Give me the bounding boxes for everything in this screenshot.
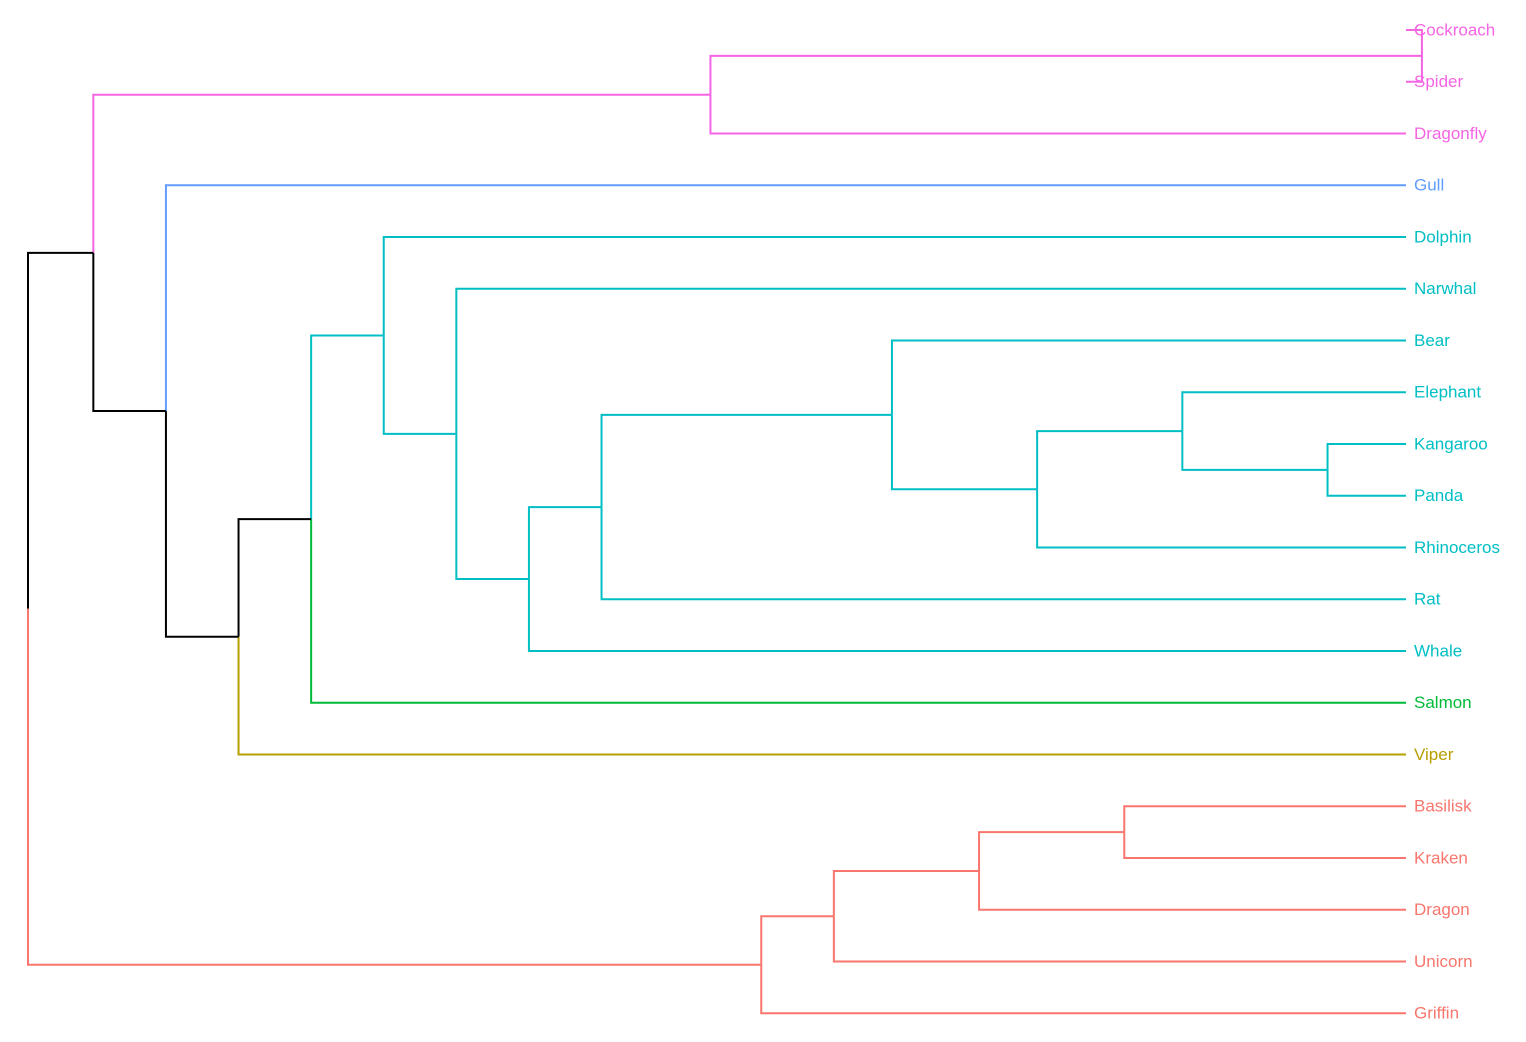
branch-n10-to-n9 xyxy=(382,335,457,435)
branch-n7-to-L11 xyxy=(600,507,1406,601)
branch-n13-to-L3 xyxy=(164,184,1406,412)
branch-n4-to-L7 xyxy=(1181,391,1406,432)
branch-n8-to-L12 xyxy=(527,579,1406,652)
leaf-label-kraken: Kraken xyxy=(1414,848,1468,867)
leaf-label-griffin: Griffin xyxy=(1414,1004,1459,1023)
branch-n5-to-n4 xyxy=(1036,430,1183,490)
leaf-label-rhinoceros: Rhinoceros xyxy=(1414,538,1500,557)
leaf-label-dolphin: Dolphin xyxy=(1414,227,1472,246)
branch-n2-to-n1 xyxy=(709,54,1422,95)
leaf-label-spider: Spider xyxy=(1414,72,1463,91)
branch-n14-to-n2 xyxy=(92,93,711,253)
branch-n11-to-L13 xyxy=(310,519,1406,704)
branch-n9-to-L5 xyxy=(455,287,1406,434)
branch-n5-to-L10 xyxy=(1036,489,1406,549)
branch-n12-to-L14 xyxy=(237,636,1406,756)
branch-n15-to-L15 xyxy=(1123,805,1406,833)
branch-n6-to-n5 xyxy=(890,414,1038,491)
leaf-label-salmon: Salmon xyxy=(1414,693,1472,712)
leaf-label-whale: Whale xyxy=(1414,641,1462,660)
branch-n7-to-n6 xyxy=(600,413,892,508)
branch-n19-to-n18 xyxy=(27,608,762,966)
branch-n16-to-n15 xyxy=(978,831,1125,871)
leaf-label-cockroach: Cockroach xyxy=(1414,20,1495,39)
branch-n3-to-L8 xyxy=(1326,443,1406,470)
leaf-label-unicorn: Unicorn xyxy=(1414,952,1473,971)
leaf-labels: CockroachSpiderDragonflyGullDolphinNarwh… xyxy=(1414,20,1500,1022)
branch-n18-to-L19 xyxy=(760,964,1406,1015)
branch-n18-to-n17 xyxy=(760,915,834,965)
branch-n17-to-n16 xyxy=(832,869,980,917)
leaf-label-panda: Panda xyxy=(1414,486,1464,505)
branch-n12-to-n11 xyxy=(237,518,312,637)
leaf-label-viper: Viper xyxy=(1414,745,1454,764)
branch-n1-to-L0 xyxy=(1406,29,1423,56)
branch-n9-to-n8 xyxy=(455,433,529,581)
branch-n2-to-L2 xyxy=(709,94,1406,135)
leaf-label-bear: Bear xyxy=(1414,331,1450,350)
branch-n11-to-n10 xyxy=(310,334,384,520)
branch-n13-to-n12 xyxy=(164,411,239,638)
branch-n16-to-L17 xyxy=(978,870,1406,911)
branch-n10-to-L4 xyxy=(382,236,1406,336)
branch-n14-to-n13 xyxy=(92,252,166,413)
branch-layer xyxy=(27,29,1423,1015)
branch-n15-to-L16 xyxy=(1123,832,1406,859)
leaf-label-gull: Gull xyxy=(1414,176,1444,195)
branch-n19-to-n14 xyxy=(27,251,94,609)
branch-n4-to-n3 xyxy=(1181,431,1328,471)
branch-n1-to-L1 xyxy=(1406,55,1423,83)
leaf-label-dragonfly: Dragonfly xyxy=(1414,124,1487,143)
branch-n17-to-L18 xyxy=(832,916,1406,963)
branch-n8-to-n7 xyxy=(527,506,602,580)
branch-n3-to-L9 xyxy=(1326,469,1406,497)
leaf-label-kangaroo: Kangaroo xyxy=(1414,434,1488,453)
leaf-label-basilisk: Basilisk xyxy=(1414,797,1472,816)
leaf-label-dragon: Dragon xyxy=(1414,900,1470,919)
branch-n6-to-L6 xyxy=(890,339,1406,415)
leaf-label-rat: Rat xyxy=(1414,590,1441,609)
leaf-label-narwhal: Narwhal xyxy=(1414,279,1476,298)
leaf-label-elephant: Elephant xyxy=(1414,383,1481,402)
